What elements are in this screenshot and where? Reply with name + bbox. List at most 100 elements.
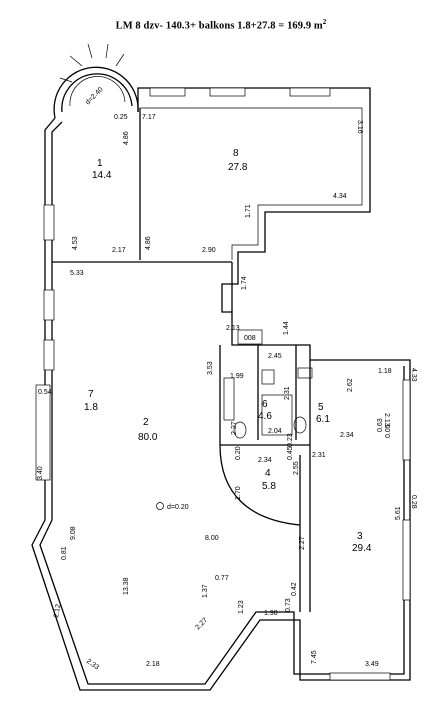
dimension-label: 9.08 bbox=[70, 526, 77, 540]
dimension-label: 4.53 bbox=[72, 236, 79, 250]
dimension-label: 2.04 bbox=[268, 428, 282, 435]
dimension-label: 3.16 bbox=[356, 120, 363, 134]
sink-5 bbox=[297, 367, 313, 379]
dimension-label: 7.45 bbox=[311, 650, 318, 664]
dimension-label: 1.23 bbox=[238, 600, 245, 614]
dimension-label: 4.86 bbox=[145, 236, 152, 250]
dimension-label: 0.23 bbox=[287, 433, 294, 447]
room-number-7: 7 bbox=[88, 389, 94, 400]
dimension-label: 1.70 bbox=[235, 486, 242, 500]
window bbox=[43, 339, 55, 371]
tower-diameter-label: d=2.40 bbox=[84, 86, 104, 106]
room-area-8: 27.8 bbox=[228, 162, 248, 173]
room-area-6: 4.6 bbox=[258, 411, 272, 422]
window bbox=[402, 519, 411, 601]
dimension-label: 0.42 bbox=[291, 582, 298, 596]
balcony-7 bbox=[35, 384, 51, 481]
column-diameter-label: d=0.20 bbox=[167, 504, 189, 511]
dimension-label: 2.34 bbox=[258, 457, 272, 464]
room-area-1: 14.4 bbox=[92, 170, 112, 181]
room-number-6: 6 bbox=[262, 399, 268, 410]
column bbox=[156, 502, 164, 510]
dimension-label: 0.05 bbox=[385, 424, 392, 438]
fixtures bbox=[156, 329, 313, 510]
room-number-1: 1 bbox=[97, 158, 103, 169]
dimension-label: 8.00 bbox=[205, 535, 219, 542]
window bbox=[149, 87, 186, 97]
dimension-labels: 0.25 7.17 3.16 4.86 4.34 1.71 4.53 2.17 … bbox=[37, 114, 417, 672]
dimension-label: 2.13 bbox=[226, 325, 240, 332]
window bbox=[43, 289, 55, 321]
dimension-label: 1.37 bbox=[202, 584, 209, 598]
dimension-label: 0.73 bbox=[285, 598, 292, 612]
window bbox=[289, 87, 331, 97]
room-number-3: 3 bbox=[357, 531, 363, 542]
dimension-label: 2.55 bbox=[293, 461, 300, 475]
window bbox=[329, 672, 391, 681]
room-area-2: 80.0 bbox=[138, 432, 158, 443]
dimension-label: 2.13 bbox=[383, 413, 390, 427]
shower-5 bbox=[261, 394, 293, 436]
bathtub-6 bbox=[223, 377, 235, 421]
dimension-label: 2.27 bbox=[231, 421, 238, 435]
dimension-label: 3.49 bbox=[365, 661, 379, 668]
dimension-label: 1.74 bbox=[241, 276, 248, 290]
dimension-label: 1.99 bbox=[230, 373, 244, 380]
dimension-label: 13.38 bbox=[123, 577, 130, 595]
room-area-3: 29.4 bbox=[352, 543, 372, 554]
dimension-label: 4.34 bbox=[333, 193, 347, 200]
room-area-5: 6.1 bbox=[316, 414, 330, 425]
dimension-label: 1.44 bbox=[283, 321, 290, 335]
plan-title: LM 8 dzv- 140.3+ balkons 1.8+27.8 = 169.… bbox=[0, 18, 442, 32]
room-number-4: 4 bbox=[265, 468, 271, 479]
dimension-label: 2.12 bbox=[53, 604, 62, 619]
dimension-label: 2.31 bbox=[312, 452, 326, 459]
dimension-label: 0.28 bbox=[410, 495, 417, 509]
dimension-label: 2.45 bbox=[268, 353, 282, 360]
inner-walls bbox=[52, 108, 311, 612]
room-area-4: 5.8 bbox=[262, 481, 276, 492]
dimension-label: 0.54 bbox=[38, 389, 52, 396]
window bbox=[209, 87, 246, 97]
dimension-label: 2.27 bbox=[194, 617, 209, 632]
dimension-label: 2.90 bbox=[202, 247, 216, 254]
window bbox=[402, 379, 411, 461]
room-number-5: 5 bbox=[318, 402, 324, 413]
dimension-label: 0.45 bbox=[287, 446, 294, 460]
toilet-5 bbox=[293, 416, 307, 434]
window bbox=[43, 204, 55, 241]
dimension-label: 2.18 bbox=[146, 661, 160, 668]
dimension-label: 0.25 bbox=[114, 114, 128, 121]
dimension-label: 7.17 bbox=[142, 114, 156, 121]
dimension-label: 0.81 bbox=[61, 546, 68, 560]
dimension-label: 0.77 bbox=[215, 575, 229, 582]
dimension-label: 1.98 bbox=[264, 610, 278, 617]
dimension-label: 1.71 bbox=[245, 204, 252, 218]
dimension-label: 4.86 bbox=[123, 131, 130, 145]
flat-code: 008 bbox=[244, 335, 256, 342]
toilet-6 bbox=[233, 421, 247, 439]
tower bbox=[53, 43, 139, 119]
dimension-label: 1.18 bbox=[378, 368, 392, 375]
sink-6 bbox=[261, 369, 275, 385]
dimension-label: 2.33 bbox=[85, 658, 100, 672]
shaft-008 bbox=[237, 329, 263, 345]
room-number-2: 2 bbox=[143, 417, 149, 428]
dimension-label: 5.61 bbox=[395, 506, 402, 520]
dimension-label: 3.53 bbox=[207, 361, 214, 375]
dimension-label: 5.33 bbox=[70, 270, 84, 277]
dimension-label: 0.63 bbox=[377, 418, 384, 432]
plan-title-sup: 2 bbox=[322, 18, 327, 26]
bath-diameter-5: 2.62 bbox=[347, 378, 354, 392]
plan-title-text: LM 8 dzv- 140.3+ balkons 1.8+27.8 = 169.… bbox=[115, 20, 323, 32]
room-area-7: 1.8 bbox=[84, 402, 98, 413]
dimension-label: 4.33 bbox=[410, 368, 417, 382]
windows bbox=[35, 87, 411, 681]
dimension-label: 3.40 bbox=[37, 466, 44, 480]
bath-diameter-6: 2.31 bbox=[284, 386, 291, 400]
room-number-8: 8 bbox=[233, 148, 239, 159]
dimension-label: 0.20 bbox=[235, 446, 242, 460]
dimension-label: 2.34 bbox=[340, 432, 354, 439]
dimension-label: 2.17 bbox=[112, 247, 126, 254]
